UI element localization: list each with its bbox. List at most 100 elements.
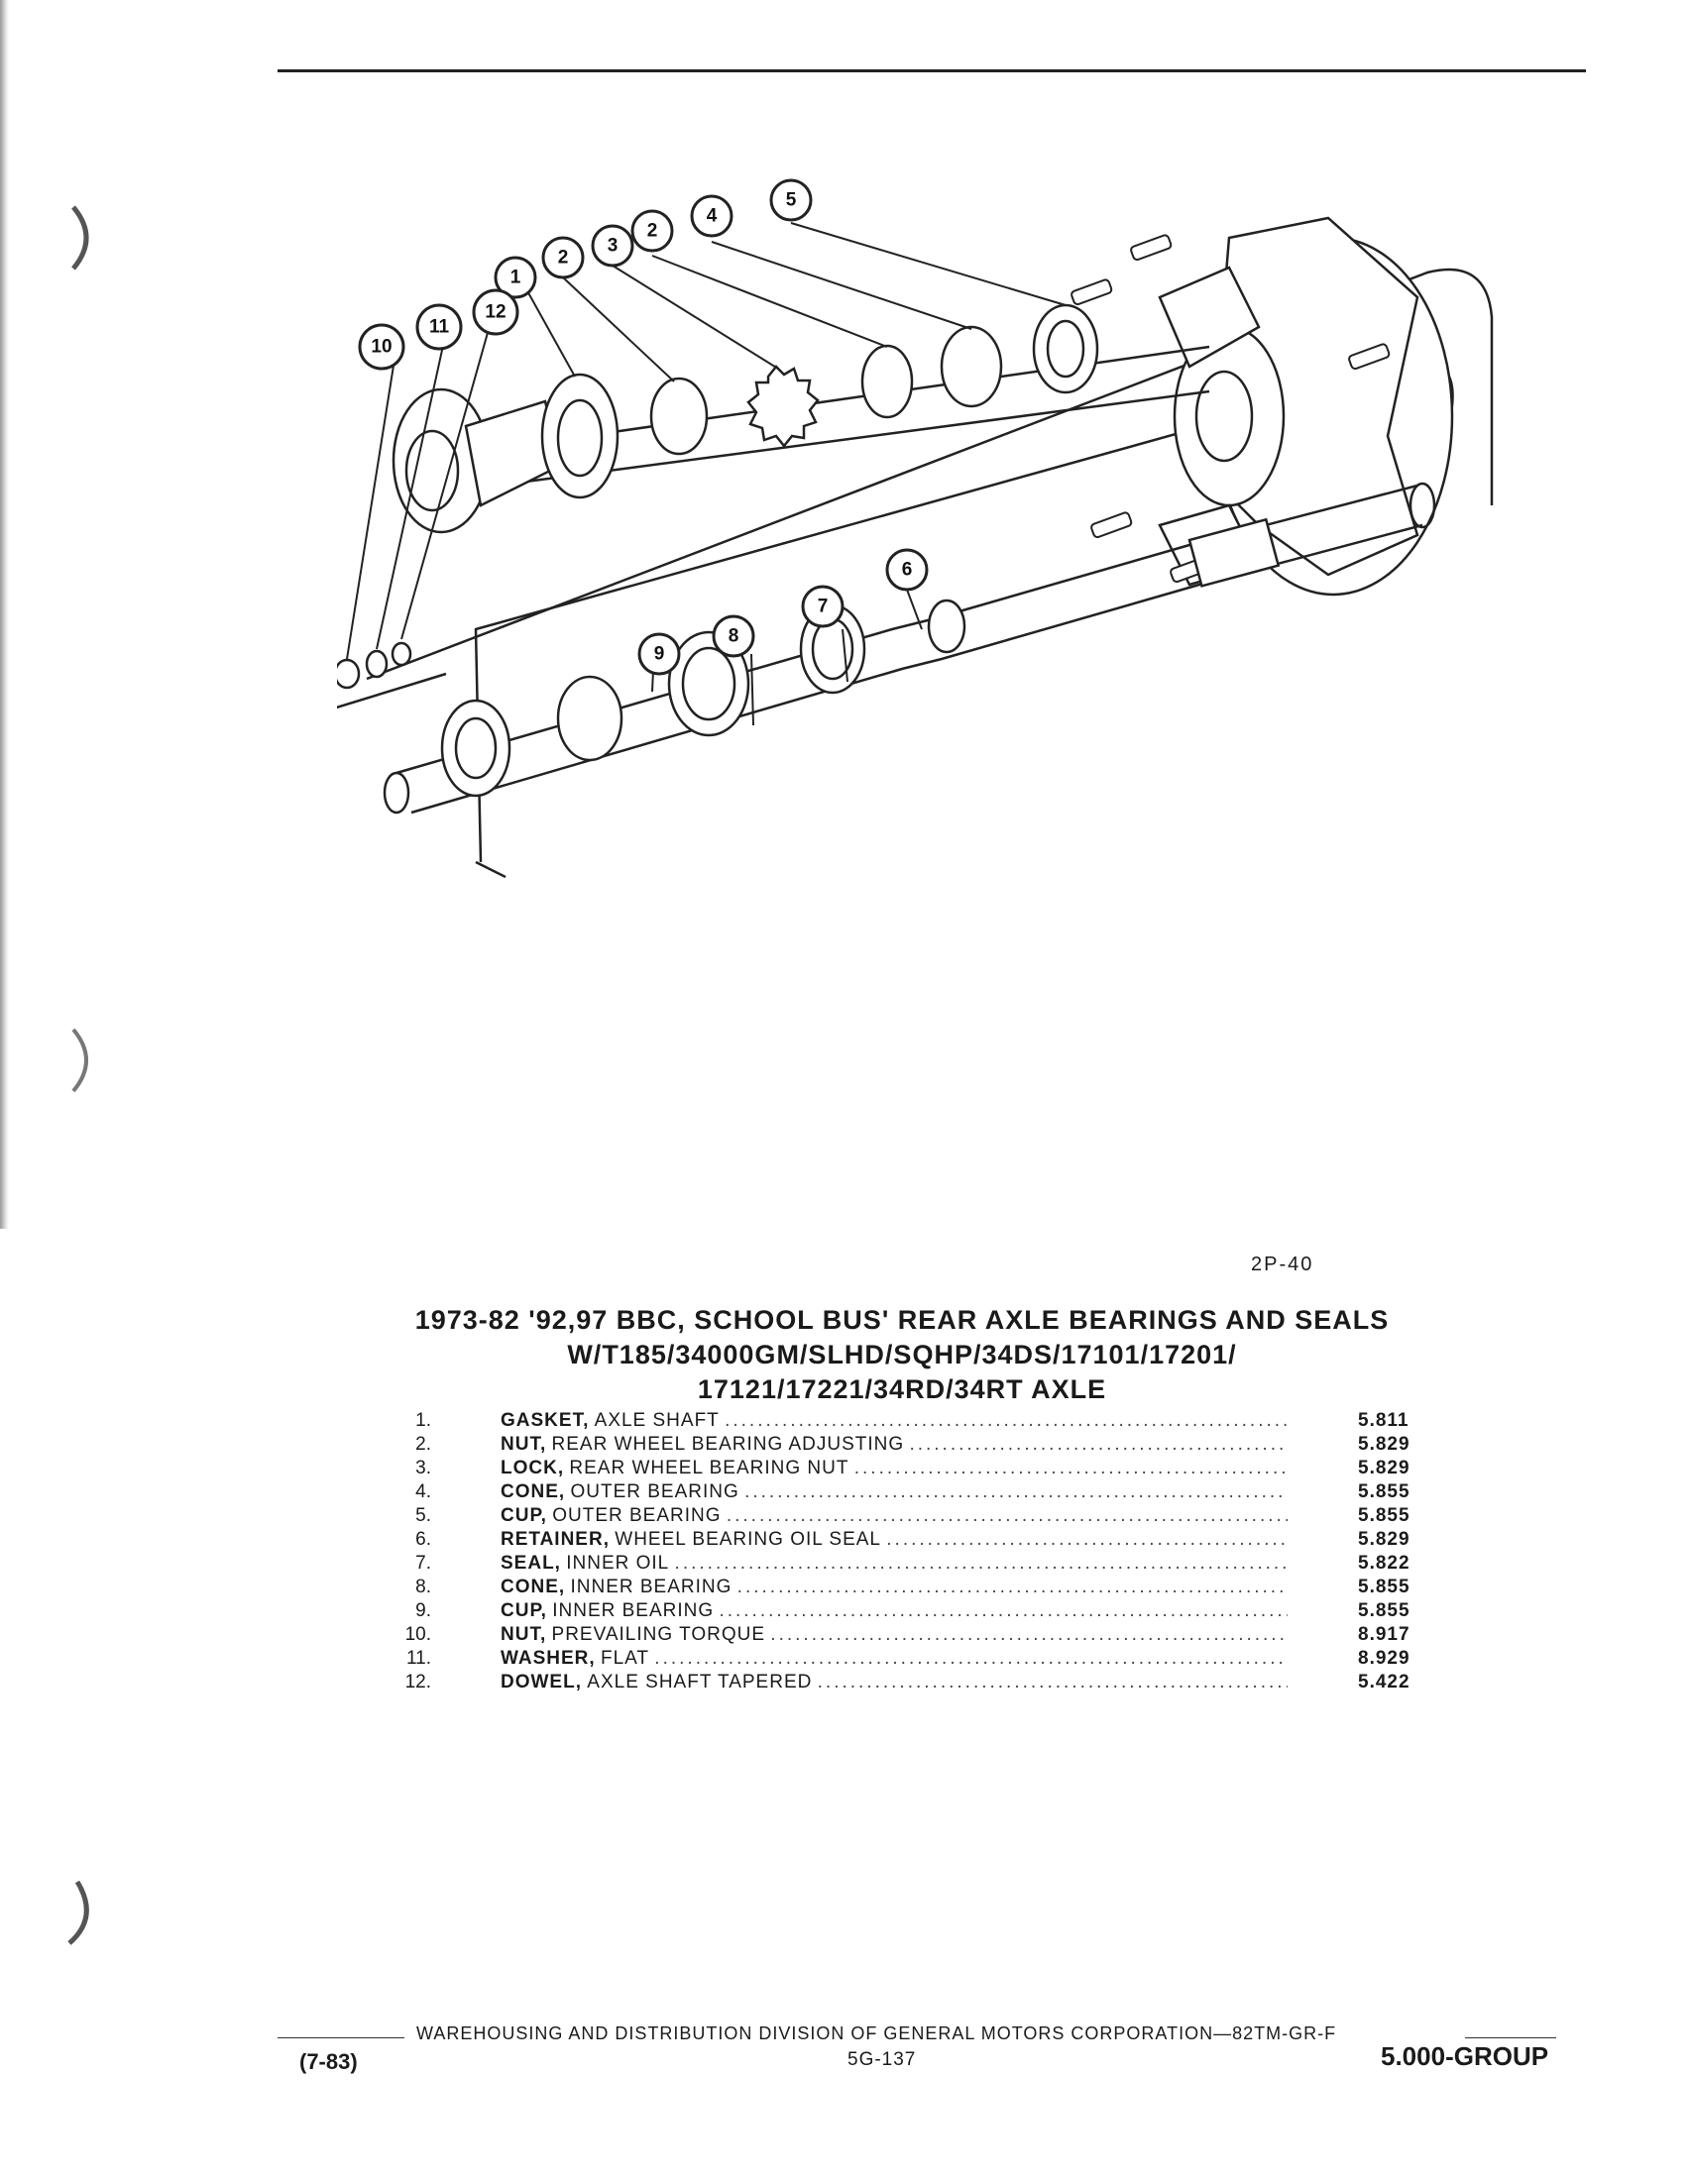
callout-2: 2 — [541, 236, 585, 279]
dot-leader: ........................................… — [853, 1458, 1288, 1478]
part-number: 9. — [415, 1600, 431, 1621]
group-code: 5.855 — [1358, 1505, 1410, 1526]
wheel-studs — [1071, 234, 1391, 584]
tapered-dowel — [391, 641, 412, 667]
part-row: 10. NUT, PREVAILING TORQUE ..............… — [392, 1623, 1432, 1647]
part-description: DOWEL, AXLE SHAFT TAPERED ..............… — [501, 1671, 1288, 1694]
part-description: NUT, PREVAILING TORQUE .................… — [501, 1623, 1288, 1647]
part-number: 2. — [415, 1434, 431, 1455]
prevailing-torque-nut — [337, 658, 361, 690]
binder-ring-mark — [71, 1028, 88, 1093]
dot-leader: ........................................… — [654, 1648, 1288, 1669]
part-noun: CUP, — [501, 1600, 547, 1621]
outer-bearing-cone — [940, 325, 1003, 408]
svg-text:12: 12 — [485, 302, 506, 323]
part-description: GASKET, AXLE SHAFT .....................… — [501, 1409, 1288, 1433]
title-line: 1973-82 '92,97 BBC, SCHOOL BUS' REAR AXL… — [414, 1305, 1390, 1335]
callout-1: 1 — [494, 256, 537, 299]
callout-7: 7 — [801, 585, 845, 628]
svg-text:3: 3 — [608, 236, 619, 257]
svg-text:9: 9 — [654, 644, 665, 665]
part-modifier: FLAT — [600, 1648, 650, 1669]
group-code: 5.422 — [1358, 1672, 1410, 1693]
part-noun: SEAL, — [501, 1553, 561, 1574]
binder-ring-mark — [67, 1880, 89, 1945]
part-noun: LOCK, — [501, 1458, 565, 1478]
part-number: 4. — [415, 1481, 431, 1502]
part-number: 5. — [415, 1505, 431, 1526]
svg-text:6: 6 — [902, 560, 913, 581]
group-code: 5.855 — [1358, 1600, 1410, 1621]
part-row: 4. CONE, OUTER BEARING ..................… — [392, 1480, 1432, 1504]
callout-4: 4 — [690, 194, 733, 238]
part-modifier: REAR WHEEL BEARING ADJUSTING — [551, 1434, 905, 1455]
callout-5: 5 — [769, 178, 813, 222]
part-modifier: INNER OIL — [566, 1553, 670, 1574]
callout-12: 12 — [472, 288, 519, 336]
flat-washer — [365, 649, 389, 679]
part-noun: WASHER, — [501, 1648, 596, 1669]
callout-2b: 2 — [630, 209, 674, 253]
group-code: 5.855 — [1358, 1577, 1410, 1597]
svg-text:7: 7 — [818, 597, 829, 617]
part-modifier: OUTER BEARING — [552, 1505, 722, 1526]
binder-edge — [0, 0, 9, 1229]
part-description: SEAL, INNER OIL ........................… — [501, 1552, 1288, 1576]
part-number: 8. — [415, 1577, 431, 1597]
part-row: 2. NUT, REAR WHEEL BEARING ADJUSTING ....… — [392, 1433, 1432, 1457]
part-row: 5. CUP, OUTER BEARING ...................… — [392, 1504, 1432, 1528]
part-description: CUP, INNER BEARING .....................… — [501, 1599, 1288, 1623]
part-row: 3.LOCK, REAR WHEEL BEARING NUT .........… — [392, 1457, 1432, 1480]
part-number: 6. — [415, 1529, 431, 1550]
page-number: 5G-137 — [847, 2049, 917, 2070]
svg-text:2: 2 — [558, 248, 569, 269]
part-description: NUT, REAR WHEEL BEARING ADJUSTING ......… — [501, 1433, 1288, 1457]
group-code: 8.929 — [1358, 1648, 1410, 1669]
part-row: 6. RETAINER, WHEEL BEARING OIL SEAL .....… — [392, 1528, 1432, 1552]
callout-11: 11 — [415, 303, 463, 351]
svg-text:2: 2 — [647, 221, 658, 242]
group-code: 5.811 — [1358, 1410, 1409, 1431]
part-modifier: INNER BEARING — [570, 1577, 733, 1597]
dot-leader: ........................................… — [909, 1434, 1288, 1455]
dot-leader: ........................................… — [725, 1410, 1288, 1431]
gasket — [540, 373, 620, 499]
dot-leader: ........................................… — [719, 1600, 1288, 1621]
part-modifier: AXLE SHAFT TAPERED — [587, 1672, 813, 1693]
dot-leader: ........................................… — [674, 1553, 1288, 1574]
part-number: 7. — [415, 1553, 431, 1574]
parts-list: 1.GASKET, AXLE SHAFT ...................… — [392, 1409, 1432, 1694]
top-rule — [278, 69, 1586, 72]
svg-text:10: 10 — [371, 337, 392, 358]
exploded-view-diagram: 1 2 3 2 4 5 6 7 8 9 10 11 12 — [337, 178, 1494, 879]
section-title: 1973-82 '92,97 BBC, SCHOOL BUS' REAR AXL… — [337, 1303, 1467, 1407]
dot-leader: ........................................… — [886, 1529, 1288, 1550]
callout-8: 8 — [712, 614, 755, 658]
part-noun: CONE, — [501, 1481, 566, 1502]
group-code: 5.829 — [1358, 1434, 1410, 1455]
dot-leader: ........................................… — [726, 1505, 1288, 1526]
part-noun: RETAINER, — [501, 1529, 610, 1550]
part-description: CONE, OUTER BEARING ....................… — [501, 1480, 1288, 1504]
part-noun: CONE, — [501, 1577, 566, 1597]
part-description: CUP, OUTER BEARING .....................… — [501, 1504, 1288, 1528]
part-noun: DOWEL, — [501, 1672, 582, 1693]
svg-text:4: 4 — [707, 206, 718, 227]
part-row: 12. DOWEL, AXLE SHAFT TAPERED ...........… — [392, 1671, 1432, 1694]
footer-division: WAREHOUSING AND DISTRIBUTION DIVISION OF… — [416, 2023, 1337, 2043]
part-number: 12. — [404, 1672, 431, 1693]
part-modifier: OUTER BEARING — [570, 1481, 739, 1502]
upper-panel-outline — [366, 268, 1494, 681]
part-noun: NUT, — [501, 1624, 547, 1645]
svg-text:8: 8 — [729, 626, 739, 647]
svg-text:11: 11 — [429, 317, 450, 338]
group-code: 5.829 — [1358, 1458, 1410, 1478]
part-modifier: WHEEL BEARING OIL SEAL — [615, 1529, 881, 1550]
part-number: 10. — [404, 1624, 431, 1645]
part-description: LOCK, REAR WHEEL BEARING NUT ...........… — [501, 1457, 1288, 1480]
part-description: WASHER, FLAT ...........................… — [501, 1647, 1288, 1671]
part-number: 11. — [405, 1648, 431, 1669]
footer-division-line: WAREHOUSING AND DISTRIBUTION DIVISION OF… — [278, 2023, 1556, 2049]
inner-bearing-cone — [556, 675, 623, 762]
part-modifier: REAR WHEEL BEARING NUT — [569, 1458, 849, 1478]
